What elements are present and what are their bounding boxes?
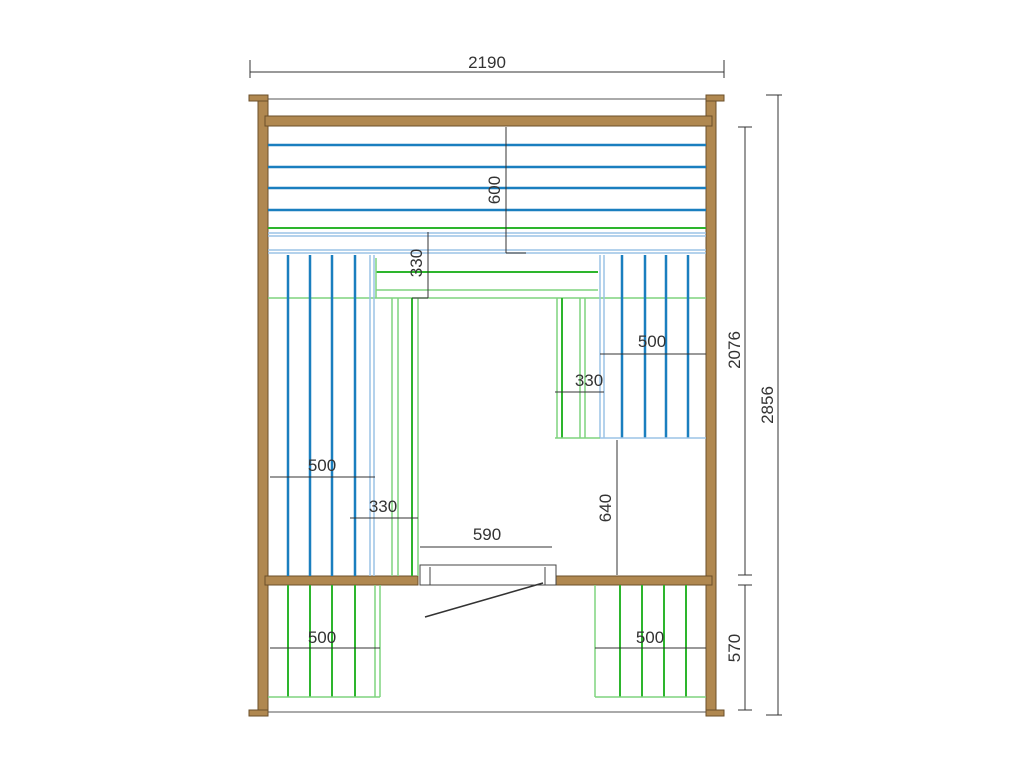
top-bench [268,143,706,254]
porch-depth-label: 570 [725,634,744,662]
door-to-bench-label: 640 [596,494,615,522]
top-beam [264,115,713,127]
middle-step-depth-label: 330 [407,249,426,277]
overall-depth-label: 2856 [758,386,777,424]
overall-width-dimension: 2190 [249,53,725,78]
partition-left [264,575,419,586]
right-step-width-label: 330 [575,371,603,390]
porch-right-bench [594,585,706,698]
right-bench [555,255,706,439]
middle-step [268,258,706,299]
partition-right [552,575,713,586]
overall-width-label: 2190 [468,53,506,72]
interior-depth-label: 2076 [725,331,744,369]
left-bench [286,255,419,576]
porch-right-bench-width-label: 500 [636,628,664,647]
top-bench-depth-label: 600 [485,176,504,204]
porch-left-bench [268,585,381,698]
left-bench-width-label: 500 [308,456,336,475]
door [419,564,557,618]
door-width-label: 590 [473,525,501,544]
door-swing [424,582,544,618]
walls [248,94,725,717]
inner-dimensions: 600 330 500 330 500 330 590 640 500 500 [270,127,706,649]
left-step-width-label: 330 [369,497,397,516]
right-bench-width-label: 500 [638,332,666,351]
porch-left-bench-width-label: 500 [308,628,336,647]
side-dimensions: 2076 570 2856 [725,94,782,716]
